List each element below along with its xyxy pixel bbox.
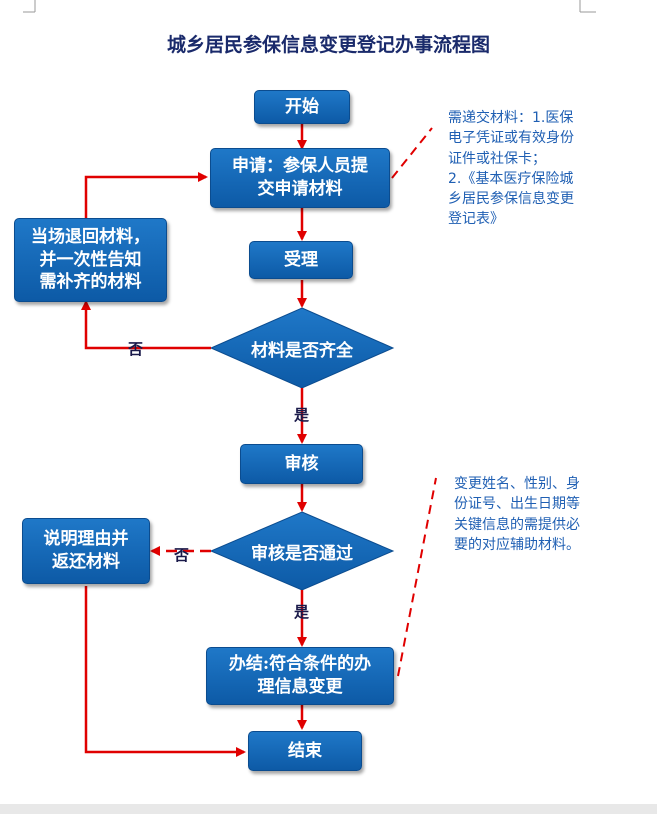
page-bottom-strip (0, 804, 657, 814)
node-start: 开始 (254, 90, 350, 124)
note-key-info: 变更姓名、性别、身 份证号、出生日期等 关键信息的需提供必 要的对应辅助材料。 (454, 476, 580, 553)
arrow-explain-to-end (84, 586, 246, 757)
node-accept: 受理 (249, 241, 353, 279)
node-return-materials: 当场退回材料， 并一次性告知 需补齐的材料 (14, 218, 167, 302)
edge-label-yes-complete: 是 (294, 406, 310, 424)
edge-label-no-complete: 否 (128, 340, 144, 358)
node-review: 审核 (240, 444, 363, 484)
node-apply: 申请：参保人员提 交申请材料 (210, 148, 390, 208)
page-title: 城乡居民参保信息变更登记办事流程图 (166, 34, 490, 56)
page-corner-marks (23, 0, 596, 13)
note-leader-materials (391, 127, 433, 179)
edge-label-no-review: 否 (174, 546, 190, 564)
node-explain-return: 说明理由并 返还材料 (22, 518, 150, 584)
note-leader-key-info (397, 477, 437, 677)
arrow-return-to-apply (84, 172, 208, 218)
node-end: 结束 (248, 731, 362, 771)
decision-label-complete: 材料是否齐全 (251, 340, 353, 361)
decision-label-review: 审核是否通过 (251, 543, 353, 564)
edge-label-yes-review: 是 (294, 603, 310, 621)
node-finish: 办结:符合条件的办 理信息变更 (206, 647, 394, 705)
note-materials: 需递交材料：1.医保 电子凭证或有效身份 证件或社保卡； 2.《基本医疗保险城 … (448, 110, 574, 228)
arrow-check-no-to-return (81, 300, 211, 350)
